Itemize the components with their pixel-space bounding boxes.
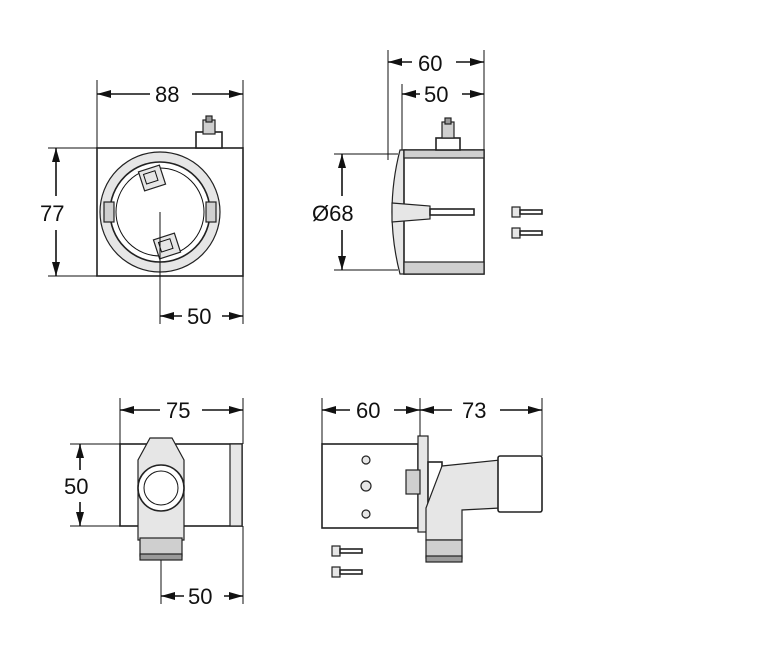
dim-label-75: 75 xyxy=(166,398,190,423)
dim-label-50-a: 50 xyxy=(187,304,211,329)
dim-bottom-right xyxy=(321,398,543,456)
dim-label-73: 73 xyxy=(462,398,486,423)
side-view xyxy=(391,117,543,275)
dim-label-50-d: 50 xyxy=(188,584,212,609)
dim-top-left-height xyxy=(48,147,97,277)
dim-top-left-width xyxy=(96,80,244,148)
dim-top-right-outer xyxy=(387,50,485,160)
dim-label-60-b: 60 xyxy=(356,398,380,423)
dim-label-60-a: 60 xyxy=(418,51,442,76)
screws-side xyxy=(511,206,543,239)
dim-label-50-b: 50 xyxy=(424,82,448,107)
screws-assembly xyxy=(331,545,363,578)
dim-label-77: 77 xyxy=(40,201,64,226)
assembly-view xyxy=(321,435,543,578)
dim-label-88: 88 xyxy=(155,82,179,107)
dim-top-right-inner xyxy=(401,84,484,150)
dim-top-right-diameter xyxy=(334,153,398,271)
dim-bottom-left-width xyxy=(119,398,244,444)
dim-label-50-c: 50 xyxy=(64,474,88,499)
dim-top-left-bottom xyxy=(160,276,244,324)
front-view xyxy=(96,115,244,324)
dim-bottom-left-height xyxy=(70,443,120,527)
dim-bottom-left-bottom xyxy=(161,526,244,604)
dim-label-diameter-68: Ø68 xyxy=(312,201,354,226)
top-view xyxy=(119,437,243,604)
